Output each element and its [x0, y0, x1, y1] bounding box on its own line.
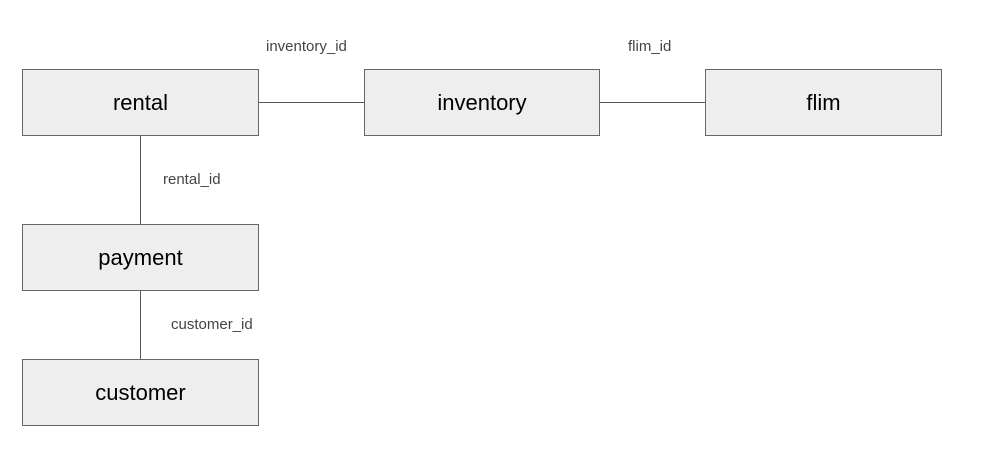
relationship-label-rental-id: rental_id [163, 171, 221, 188]
connector-rental-payment [140, 136, 141, 225]
relationship-label-flim-id: flim_id [628, 38, 672, 55]
entity-customer[interactable]: customer [22, 359, 259, 426]
connector-inventory-flim [600, 102, 706, 103]
entity-rental-label: rental [112, 89, 169, 115]
entity-inventory-label: inventory [437, 89, 527, 115]
entity-payment-label: payment [98, 244, 183, 270]
connector-rental-inventory [258, 102, 364, 103]
entity-flim-label: flim [806, 89, 841, 115]
entity-payment[interactable]: payment [22, 224, 259, 291]
entity-inventory[interactable]: inventory [364, 69, 600, 136]
connector-payment-customer [140, 291, 141, 360]
relationship-label-inventory-id: inventory_id [266, 38, 347, 55]
entity-rental[interactable]: rental [22, 69, 259, 136]
entity-flim[interactable]: flim [705, 69, 942, 136]
relationship-label-customer-id: customer_id [171, 316, 253, 333]
entity-customer-label: customer [95, 379, 186, 405]
